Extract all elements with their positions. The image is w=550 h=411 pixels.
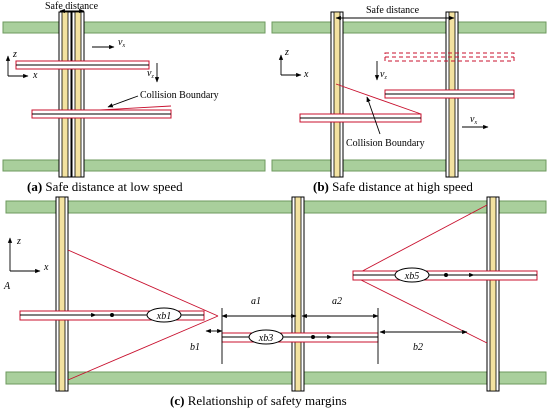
velocity-z-label: vz — [147, 68, 154, 80]
top-rail — [5, 200, 547, 214]
a2-label: a2 — [332, 296, 342, 307]
caption-b: (b) Safe distance at high speed — [313, 179, 473, 194]
caption-a: (a) Safe distance at low speed — [27, 179, 183, 194]
lower-beam — [299, 113, 422, 123]
left-boundary-lower — [67, 315, 219, 381]
post-left — [58, 11, 72, 178]
xb5-label: xb5 — [404, 271, 419, 282]
velocity-z-label: vz — [380, 69, 387, 81]
bottom-rail — [271, 159, 547, 172]
post-3 — [486, 196, 500, 392]
collision-boundary-pointer — [107, 95, 139, 108]
top-rail — [2, 21, 266, 34]
lower-beam — [31, 109, 172, 119]
top-rail — [271, 21, 547, 34]
beam-xb5 — [352, 270, 538, 281]
beam-xb3 — [221, 332, 379, 343]
axis-z-label: z — [12, 49, 17, 60]
panel-b: Safe distance z x vz vx Collision Bounda… — [271, 5, 547, 194]
post-1 — [55, 196, 69, 392]
axis-x-label: x — [43, 262, 49, 273]
collision-boundary-pointer — [366, 96, 381, 135]
safe-distance-label: Safe distance — [366, 5, 420, 16]
xb5-tag — [394, 267, 430, 283]
post-right — [71, 11, 85, 178]
left-boundary-upper — [67, 249, 219, 317]
xb3-tag — [248, 329, 284, 345]
origin-label: A — [3, 281, 11, 292]
xb3-label: xb3 — [258, 333, 273, 344]
b1-label: b1 — [190, 342, 200, 353]
post-2 — [291, 196, 305, 392]
upper-beam — [15, 60, 150, 70]
axis-z-label: z — [284, 47, 289, 58]
collision-boundary-line — [99, 105, 172, 111]
b2-label: b2 — [413, 342, 423, 353]
post-left — [330, 11, 344, 178]
panel-c: z x A xb1 xb3 — [3, 196, 547, 408]
axis-x-label: x — [32, 70, 38, 81]
collision-boundary-label: Collision Boundary — [346, 138, 425, 149]
panel-a: Safe distance z x vx vz Collision Bounda… — [2, 1, 266, 194]
dashed-beam — [384, 52, 515, 62]
xb1-tag — [146, 307, 182, 323]
axis-z-label: z — [16, 236, 21, 247]
velocity-x-label: vx — [118, 37, 125, 49]
a1-label: a1 — [251, 296, 261, 307]
collision-boundary-label: Collision Boundary — [140, 90, 219, 101]
upper-beam — [384, 89, 515, 99]
safe-distance-label: Safe distance — [45, 1, 99, 12]
velocity-x-label: vx — [470, 114, 477, 126]
axis-x-label: x — [303, 69, 309, 80]
xb1-label: xb1 — [156, 311, 171, 322]
bottom-rail — [2, 159, 266, 172]
collision-boundary-line — [335, 83, 422, 115]
caption-c: (c) Relationship of safety margins — [170, 393, 347, 408]
right-boundary-upper — [352, 204, 488, 277]
bottom-rail — [5, 371, 547, 385]
